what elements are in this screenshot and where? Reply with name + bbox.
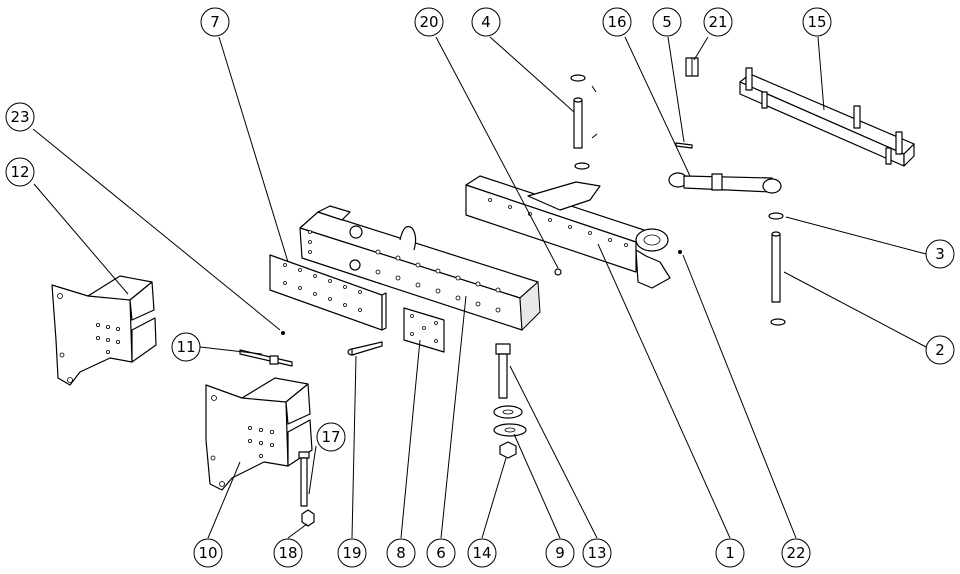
part-23-screw: [281, 331, 285, 335]
svg-text:5: 5: [662, 13, 672, 31]
svg-text:13: 13: [587, 544, 606, 562]
callout-23: 23: [5, 102, 35, 132]
callout-15: 15: [802, 7, 832, 37]
svg-text:6: 6: [436, 544, 446, 562]
part-21-clip: [685, 57, 699, 77]
part-2-pin: [770, 231, 786, 326]
callout-8: 8: [386, 538, 416, 568]
callout-17: 17: [316, 422, 346, 452]
svg-text:16: 16: [607, 13, 626, 31]
part-14-nut: [499, 441, 517, 459]
svg-text:9: 9: [555, 544, 565, 562]
callout-22: 22: [781, 538, 811, 568]
part-22-screw: [678, 250, 682, 254]
svg-text:4: 4: [481, 13, 491, 31]
part-9-washer: [493, 405, 527, 437]
svg-text:23: 23: [10, 108, 29, 126]
svg-text:18: 18: [278, 544, 297, 562]
part-13-bolt: [495, 343, 511, 399]
svg-text:11: 11: [176, 338, 195, 356]
callout-21: 21: [703, 7, 733, 37]
svg-text:2: 2: [935, 341, 945, 359]
svg-text:17: 17: [321, 428, 340, 446]
svg-text:19: 19: [342, 544, 361, 562]
part-3-washer: [768, 212, 784, 220]
callout-13: 13: [582, 538, 612, 568]
svg-text:8: 8: [396, 544, 406, 562]
callout-10: 10: [193, 538, 223, 568]
callout-20: 20: [414, 7, 444, 37]
callout-16: 16: [602, 7, 632, 37]
part-8-small-plate: [403, 307, 445, 353]
part-7-plate: [269, 254, 387, 331]
svg-text:3: 3: [935, 245, 945, 263]
svg-text:21: 21: [708, 13, 727, 31]
callout-14: 14: [467, 538, 497, 568]
callout-19: 19: [337, 538, 367, 568]
callout-3: 3: [925, 239, 955, 269]
part-19-pin: [347, 341, 383, 356]
svg-text:14: 14: [472, 544, 491, 562]
part-12-bracket: [51, 275, 157, 386]
part-16-link-arm: [668, 172, 782, 194]
callout-18: 18: [273, 538, 303, 568]
part-6-main-beam: [299, 205, 541, 332]
callout-11: 11: [171, 332, 201, 362]
part-17-bolt: [298, 451, 310, 507]
callout-12: 12: [5, 157, 35, 187]
svg-text:7: 7: [210, 13, 220, 31]
callout-9: 9: [545, 538, 575, 568]
part-4-pin: [570, 74, 598, 170]
part-20-screw: [554, 268, 562, 276]
leader-lines: [32, 36, 927, 539]
callout-7: 7: [200, 7, 230, 37]
svg-text:20: 20: [419, 13, 438, 31]
svg-text:12: 12: [10, 163, 29, 181]
callout-5: 5: [652, 7, 682, 37]
callout-6: 6: [426, 538, 456, 568]
callout-4: 4: [471, 7, 501, 37]
svg-text:10: 10: [198, 544, 217, 562]
part-5-pin: [675, 142, 693, 149]
svg-text:15: 15: [807, 13, 826, 31]
part-11-bolt: [239, 349, 293, 367]
part-15-tube-frame: [739, 67, 915, 167]
svg-text:1: 1: [725, 544, 735, 562]
part-18-nut: [301, 509, 315, 527]
part-10-bracket: [205, 377, 313, 491]
callout-2: 2: [925, 335, 955, 365]
callout-1: 1: [715, 538, 745, 568]
part-1-arm: [465, 175, 671, 289]
svg-text:22: 22: [786, 544, 805, 562]
